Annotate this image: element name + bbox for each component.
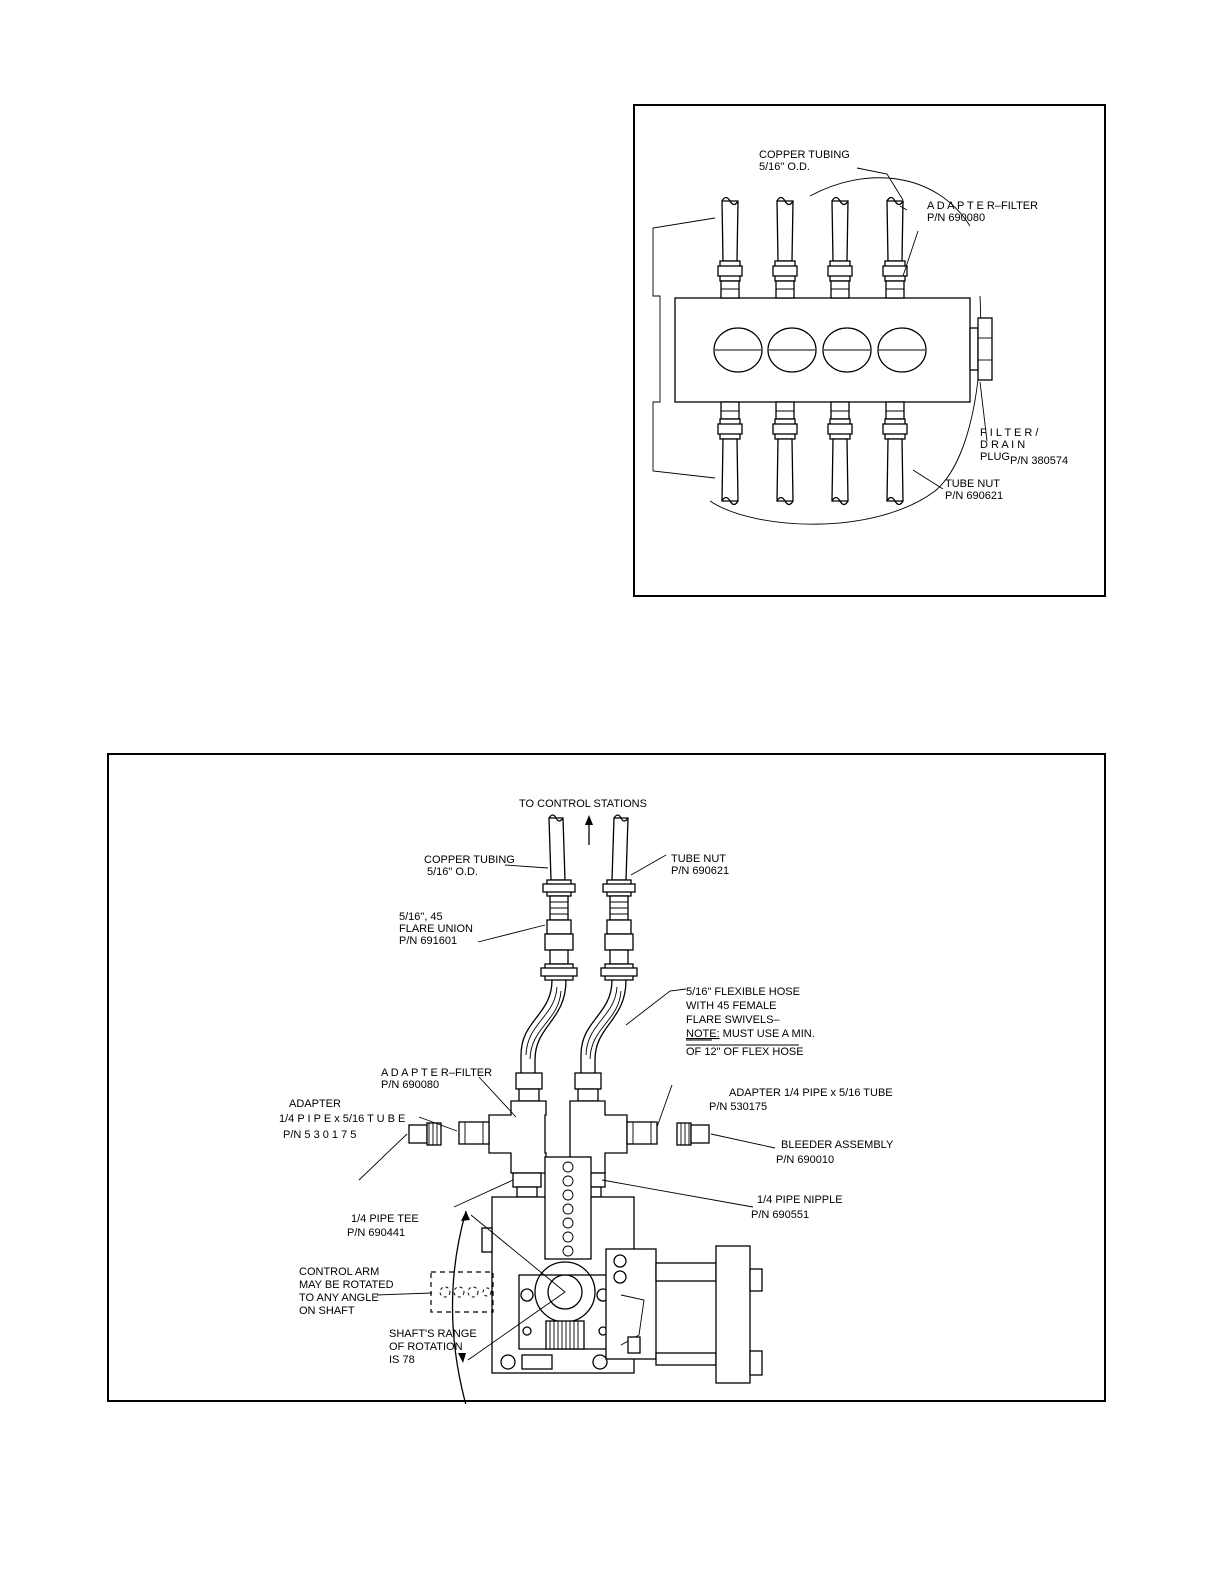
adapter-right bbox=[626, 1121, 658, 1145]
label-adapter-right-2: P/N 530175 bbox=[709, 1101, 767, 1113]
label-shaft-range-2: OF ROTATION bbox=[389, 1341, 463, 1353]
label-flex-hose-2: WITH 45 FEMALE bbox=[686, 1000, 776, 1012]
label-flare-union-1: 5/16", 45 bbox=[399, 911, 443, 923]
label-tube-nut-1: TUBE NUT bbox=[945, 478, 1000, 490]
adapter-left bbox=[458, 1121, 490, 1145]
adapter-filter-right bbox=[574, 1072, 602, 1090]
label-adapter-left-2: 1/4 P I P E x 5/16 T U B E bbox=[279, 1113, 405, 1125]
label-filter-3: PLUG bbox=[980, 451, 1010, 463]
label-control-arm-1: CONTROL ARM bbox=[299, 1266, 379, 1278]
label-flare-union-3: P/N 691601 bbox=[399, 935, 457, 947]
control-arm bbox=[430, 1271, 494, 1313]
control-assembly-drawing: TO CONTROL STATIONS COPPER TUBING 5/16" … bbox=[279, 798, 894, 1404]
cylinder-lower bbox=[655, 1352, 717, 1366]
manifold-drawing: COPPER TUBING 5/16" O.D. A D A P T E R–F… bbox=[652, 149, 1068, 525]
body-screws bbox=[500, 1288, 610, 1370]
body-stop bbox=[481, 1227, 493, 1253]
label-shaft-range-1: SHAFT'S RANGE bbox=[389, 1328, 477, 1340]
leader-bleeder-left bbox=[358, 1133, 408, 1181]
label-adapter-filter-2: P/N 690080 bbox=[927, 212, 985, 224]
label-tube-nut-2: P/N 690621 bbox=[945, 490, 1003, 502]
label-to-control-stations: TO CONTROL STATIONS bbox=[519, 798, 647, 810]
bottom-fittings bbox=[717, 401, 908, 506]
leader-control-arm bbox=[376, 1292, 433, 1296]
leader-plug bbox=[979, 381, 988, 442]
manifold-figure: COPPER TUBING 5/16" O.D. A D A P T E R–F… bbox=[633, 104, 1106, 597]
label-adapter-filter-1: A D A P T E R–FILTER bbox=[381, 1067, 492, 1079]
bleeder-right bbox=[676, 1122, 710, 1146]
pipe-nipple-left bbox=[512, 1172, 542, 1188]
label-shaft-range-3: IS 78 bbox=[389, 1354, 415, 1366]
label-filter-1: F I L T E R / bbox=[980, 427, 1039, 439]
plug-flange bbox=[969, 327, 979, 371]
label-filter-2: D R A I N bbox=[980, 439, 1025, 451]
detail-circle bbox=[709, 177, 982, 525]
control-assembly-figure: TO CONTROL STATIONS COPPER TUBING 5/16" … bbox=[107, 753, 1106, 1404]
adapter-filter-left bbox=[515, 1072, 543, 1090]
leader-adapter-left bbox=[418, 1116, 458, 1132]
label-pipe-nipple-2: P/N 690551 bbox=[751, 1209, 809, 1221]
label-note-line2: OF 12" OF FLEX HOSE bbox=[686, 1046, 804, 1058]
leader-flare-union bbox=[477, 924, 546, 943]
leader-adapter-filter bbox=[478, 1076, 517, 1118]
leader-pipe-nipple bbox=[601, 1179, 754, 1208]
label-adapter-filter-2: P/N 690080 bbox=[381, 1079, 439, 1091]
flex-hoses bbox=[520, 979, 627, 1073]
label-flare-union-2: FLARE UNION bbox=[399, 923, 473, 935]
label-note: NOTE: MUST USE A MIN. bbox=[686, 1028, 815, 1040]
label-bleeder-1: BLEEDER ASSEMBLY bbox=[781, 1139, 894, 1151]
indicator-holes bbox=[562, 1161, 574, 1257]
label-adapter-filter-1: A D A P T E R–FILTER bbox=[927, 200, 1038, 212]
shaft-rotation-lines bbox=[467, 1214, 566, 1361]
label-control-arm-4: ON SHAFT bbox=[299, 1305, 355, 1317]
filter-drain-plug bbox=[977, 317, 993, 381]
left-fitting-stack bbox=[540, 879, 578, 981]
leader-pipe-tee bbox=[453, 1179, 514, 1208]
label-copper-tubing-1: COPPER TUBING bbox=[759, 149, 850, 161]
mounting-bracket bbox=[715, 1245, 751, 1384]
copper-tube-right bbox=[611, 817, 629, 881]
leader-copper bbox=[504, 864, 549, 869]
label-control-arm-2: MAY BE ROTATED bbox=[299, 1279, 394, 1291]
label-copper-tubing-2: 5/16" O.D. bbox=[759, 161, 810, 173]
label-adapter-left-1: ADAPTER bbox=[289, 1098, 341, 1110]
leader-adapter-right bbox=[656, 1084, 673, 1128]
label-bleeder-2: P/N 690010 bbox=[776, 1154, 834, 1166]
label-adapter-left-3: P/N 5 3 0 1 7 5 bbox=[283, 1129, 356, 1141]
label-control-arm-3: TO ANY ANGLE bbox=[299, 1292, 379, 1304]
label-note-prefix: NOTE: bbox=[686, 1028, 720, 1040]
label-tube-nut-1: TUBE NUT bbox=[671, 853, 726, 865]
leader-copper bbox=[856, 167, 904, 201]
label-flex-hose-1: 5/16" FLEXIBLE HOSE bbox=[686, 986, 800, 998]
detail-bracket bbox=[652, 217, 716, 479]
leader-tube-nut bbox=[630, 854, 667, 876]
label-copper-tubing-1: COPPER TUBING bbox=[424, 854, 515, 866]
right-fitting-stack bbox=[600, 879, 638, 981]
label-adapter-right-1: ADAPTER 1/4 PIPE x 5/16 TUBE bbox=[729, 1087, 893, 1099]
label-note-text: MUST USE A MIN. bbox=[720, 1028, 815, 1040]
bleeder-left bbox=[408, 1122, 442, 1146]
label-pipe-tee-2: P/N 690441 bbox=[347, 1227, 405, 1239]
leader-bleeder-right bbox=[710, 1133, 776, 1149]
label-pipe-tee-1: 1/4 PIPE TEE bbox=[351, 1213, 419, 1225]
copper-tube-left bbox=[548, 817, 566, 881]
pipe-tee-left bbox=[488, 1100, 547, 1174]
label-pipe-nipple-1: 1/4 PIPE NIPPLE bbox=[757, 1194, 843, 1206]
top-fittings bbox=[717, 196, 908, 299]
rotation-arc bbox=[451, 1210, 467, 1404]
leader-flex-hose bbox=[625, 988, 687, 1026]
label-tube-nut-2: P/N 690621 bbox=[671, 865, 729, 877]
cylinder-upper bbox=[655, 1262, 717, 1282]
leader-tube-nut bbox=[912, 469, 944, 490]
label-flex-hose-3: FLARE SWIVELS– bbox=[686, 1014, 780, 1026]
label-filter-pn: P/N 380574 bbox=[1010, 455, 1068, 467]
label-copper-tubing-2: 5/16" O.D. bbox=[427, 866, 478, 878]
leader-adapter bbox=[902, 230, 919, 277]
